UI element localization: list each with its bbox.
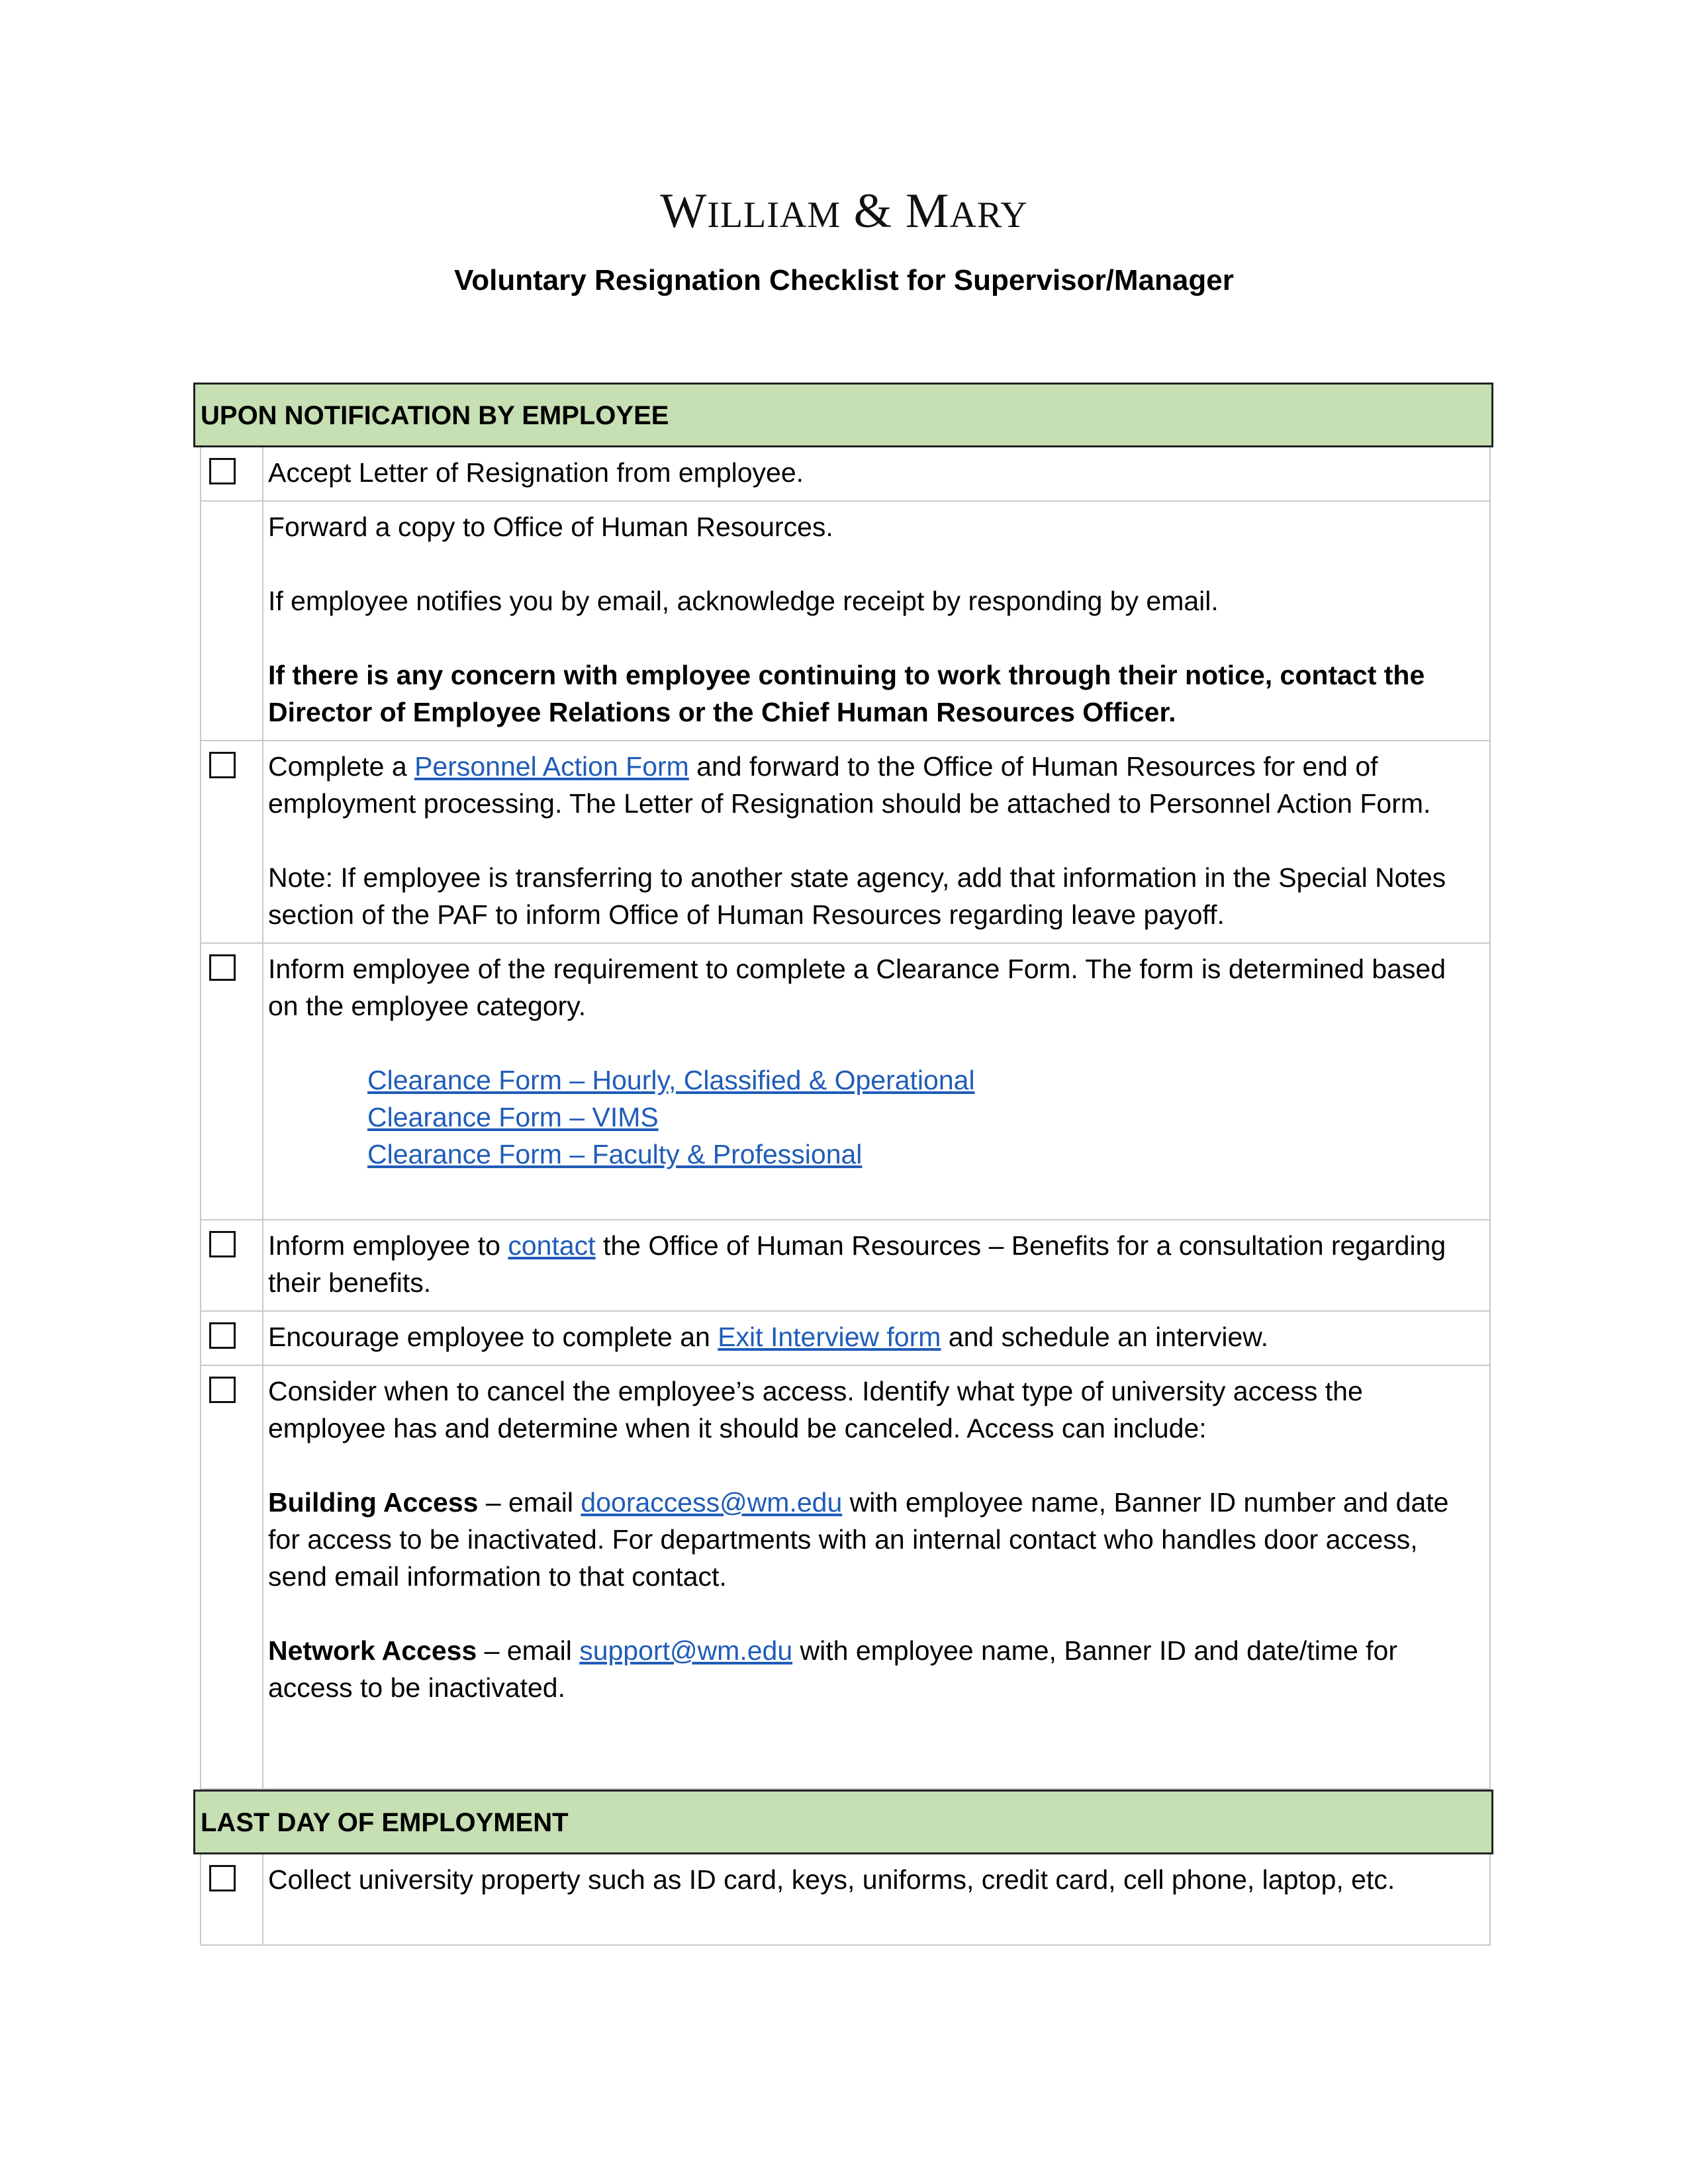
clearance-form-vims-link[interactable]: Clearance Form – VIMS	[367, 1102, 659, 1132]
checklist-row: Inform employee of the requirement to co…	[200, 944, 1491, 1220]
exit-interview-form-link[interactable]: Exit Interview form	[718, 1322, 941, 1352]
building-access-label: Building Access	[268, 1487, 479, 1518]
checkbox[interactable]	[209, 1865, 236, 1891]
item-text: with employee name, Banner ID and date/t…	[268, 1635, 1398, 1703]
checkbox[interactable]	[209, 458, 236, 484]
checkbox[interactable]	[209, 1322, 236, 1349]
clearance-form-hourly-link[interactable]: Clearance Form – Hourly, Classified & Op…	[367, 1065, 975, 1095]
section-heading-last-day: LAST DAY OF EMPLOYMENT	[193, 1790, 1493, 1854]
item-text: If employee notifies you by email, ackno…	[268, 586, 1219, 616]
checklist-row: Forward a copy to Office of Human Resour…	[200, 502, 1491, 741]
page-title: Voluntary Resignation Checklist for Supe…	[454, 264, 1234, 296]
checkbox[interactable]	[209, 1231, 236, 1257]
checklist-row: Inform employee to contact the Office of…	[200, 1220, 1491, 1312]
checklist-row: Complete a Personnel Action Form and for…	[200, 741, 1491, 944]
item-text: Consider when to cancel the employee’s a…	[268, 1376, 1363, 1443]
checklist-row: Collect university property such as ID c…	[200, 1854, 1491, 1946]
item-text: and forward to the Office of Human Resou…	[268, 751, 1431, 819]
item-text: Inform employee to	[268, 1230, 508, 1261]
support-email-link[interactable]: support@wm.edu	[579, 1635, 793, 1666]
item-text: – email	[478, 1487, 581, 1518]
checkbox[interactable]	[209, 1377, 236, 1403]
checklist-row: Consider when to cancel the employee’s a…	[200, 1366, 1491, 1790]
checklist-row: Accept Letter of Resignation from employ…	[200, 447, 1491, 502]
item-text: Accept Letter of Resignation from employ…	[268, 457, 804, 488]
checkbox[interactable]	[209, 752, 236, 778]
item-text: Collect university property such as ID c…	[268, 1864, 1395, 1895]
personnel-action-form-link[interactable]: Personnel Action Form	[414, 751, 689, 782]
section-last-day: Collect university property such as ID c…	[200, 1854, 1491, 1946]
item-text: Inform employee of the requirement to co…	[268, 954, 1446, 1021]
item-text: – email	[477, 1635, 580, 1666]
item-text: Complete a	[268, 751, 415, 782]
item-note: Note: If employee is transferring to ano…	[268, 862, 1446, 930]
contact-link[interactable]: contact	[508, 1230, 596, 1261]
checklist: UPON NOTIFICATION BY EMPLOYEE Accept Let…	[193, 383, 1493, 1946]
section-upon-notification: Accept Letter of Resignation from employ…	[200, 447, 1491, 1790]
item-text: Forward a copy to Office of Human Resour…	[268, 512, 833, 542]
section-heading-upon-notification: UPON NOTIFICATION BY EMPLOYEE	[193, 383, 1493, 447]
checklist-row: Encourage employee to complete an Exit I…	[200, 1312, 1491, 1366]
escalation-note: If there is any concern with employee co…	[268, 660, 1425, 727]
item-text: the Office of Human Resources – Benefits…	[268, 1230, 1446, 1298]
item-text: and schedule an interview.	[941, 1322, 1269, 1352]
dooraccess-email-link[interactable]: dooraccess@wm.edu	[581, 1487, 843, 1518]
item-text: with employee name, Banner ID number and…	[268, 1487, 1449, 1592]
network-access-label: Network Access	[268, 1635, 477, 1666]
checkbox[interactable]	[209, 954, 236, 981]
clearance-form-faculty-link[interactable]: Clearance Form – Faculty & Professional	[367, 1139, 863, 1169]
william-and-mary-logo: WILLIAM & MARY	[660, 184, 1028, 238]
item-text: Encourage employee to complete an	[268, 1322, 718, 1352]
